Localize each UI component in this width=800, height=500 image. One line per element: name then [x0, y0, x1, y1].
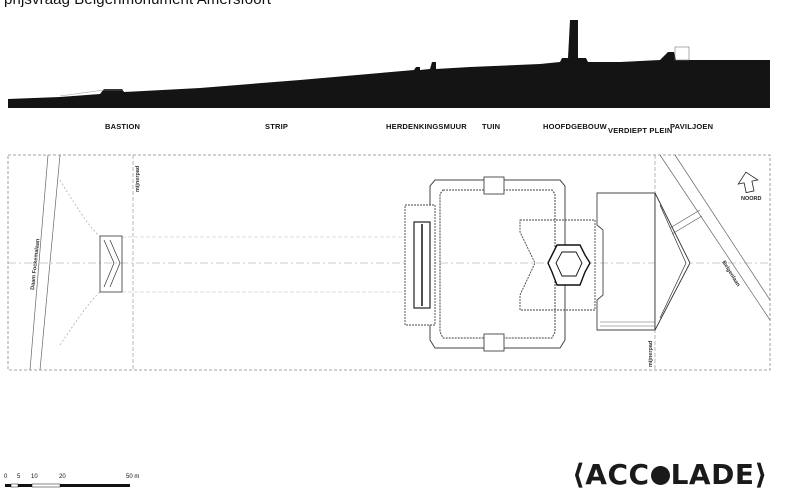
elevation-outline [59, 89, 122, 97]
scale-tick-5: 5 [17, 474, 21, 480]
pavilion-edge [659, 204, 687, 319]
zone-label-tuin: TUIN [482, 122, 501, 131]
accolade-logo: ⟨ACC LADE⟩ [572, 458, 768, 491]
road-left-edge-a [29, 154, 49, 371]
garden-gate-top [483, 176, 505, 195]
logo-bracket-left: ⟨ [572, 458, 586, 491]
elevation-pavilion [674, 46, 690, 61]
zone-label-herdenkingsmuur: HERDENKINGSMUUR [386, 122, 467, 131]
main-building-core [547, 244, 591, 286]
road-left-edge-b [39, 154, 61, 371]
pavilion [654, 192, 691, 331]
road-right-edge-b [674, 154, 771, 301]
bastion-funnel [59, 179, 101, 346]
site-plan: Daam Fockemalaan mijnerpad mijnerpad [7, 154, 771, 371]
zone-label-hoofdgebouw: HOOFDGEBOUW [543, 122, 607, 131]
scale-tick-50: 50 m [126, 474, 140, 480]
main-building-court [519, 219, 596, 311]
sunken-plaza [596, 192, 656, 331]
elevation-silhouette [8, 20, 770, 108]
north-label: NOORD [741, 196, 762, 202]
mijnerpad-label-bottom: mijnerpad [648, 341, 654, 367]
pavilion-stair-2 [671, 215, 703, 235]
logo-bracket-right: ⟩ [754, 458, 768, 491]
garden-gate-bottom [483, 333, 505, 352]
zone-label-bastion: BASTION [105, 122, 141, 131]
scale-bar-graphic [5, 483, 130, 488]
garden-wall-inner [439, 189, 556, 339]
plan-boundary [7, 154, 771, 371]
elevation-section [8, 20, 770, 108]
logo-text-left: ACC [585, 458, 650, 491]
elevation-tower [570, 20, 578, 60]
scale-tick-10: 10 [31, 474, 38, 480]
north-arrow-icon [737, 171, 759, 194]
pavilion-stair [669, 209, 701, 229]
bastion-gate-chevron-2 [109, 239, 121, 288]
road-label-right: Belgenlaan [720, 260, 741, 289]
zone-label-paviljoen: PAVILJOEN [670, 122, 714, 131]
logo-dot [650, 466, 670, 485]
road-right-edge-a [659, 154, 771, 321]
bastion-gate [99, 235, 123, 293]
page-title: prijsvraag Belgenmonument Amersfoort [4, 0, 271, 8]
bastion-gate-chevron [103, 239, 115, 288]
mijnerpad-label-top: mijnerpad [135, 166, 141, 192]
main-building-inner [555, 251, 583, 277]
garden-wall-outer [429, 179, 566, 349]
scale-tick-20: 20 [59, 474, 66, 480]
road-label-left: Daam Fockemalaan [30, 238, 41, 290]
scale-bar: 0 5 10 20 50 m [4, 474, 144, 496]
zone-label-verdiept-plein: VERDIEPT PLEIN [608, 126, 673, 135]
logo-text-right: LADE [670, 458, 755, 491]
memorial-wall-core [413, 221, 431, 309]
zone-label-strip: STRIP [265, 122, 289, 131]
scale-tick-0: 0 [4, 474, 8, 480]
